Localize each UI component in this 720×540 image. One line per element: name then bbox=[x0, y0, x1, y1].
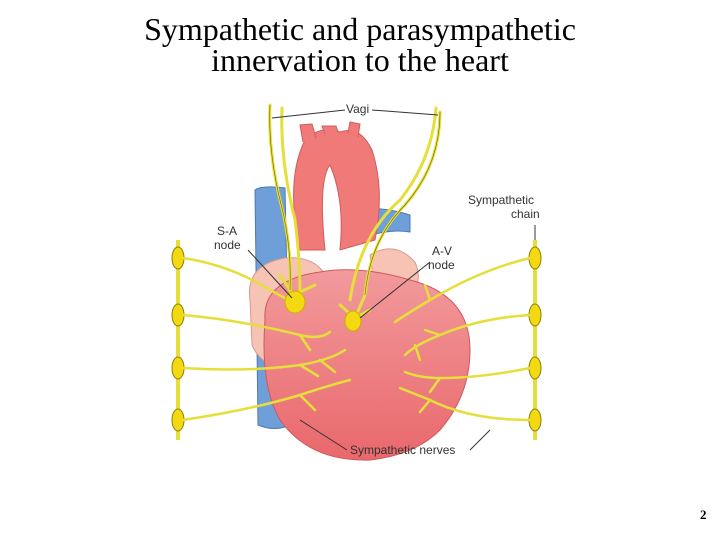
label-sympathetic-chain-1: Sympathetic bbox=[468, 193, 534, 207]
slide-title-line-1: Sympathetic and parasympathetic bbox=[144, 11, 576, 47]
leader-lines bbox=[247, 109, 536, 451]
label-av-node-2: node bbox=[428, 258, 455, 272]
label-sa-node-2: node bbox=[214, 238, 241, 252]
aortic-arch bbox=[293, 129, 380, 251]
label-av-node-1: A-V bbox=[432, 244, 452, 258]
sympathetic-nerves bbox=[181, 256, 532, 422]
ventricles bbox=[263, 269, 471, 461]
av-node bbox=[344, 310, 362, 332]
label-sa-node-1: S-A bbox=[217, 224, 237, 238]
slide-title: Sympathetic and parasympathetic innervat… bbox=[0, 11, 720, 78]
slide-title-line-2: innervation to the heart bbox=[211, 42, 509, 78]
label-sympathetic-chain-2: chain bbox=[511, 207, 540, 221]
aortic-branches bbox=[299, 121, 361, 143]
label-vagi: Vagi bbox=[346, 102, 369, 116]
page-number: 2 bbox=[700, 507, 707, 522]
sympathetic-chain-right bbox=[528, 240, 542, 440]
vagus-nerves-outline bbox=[269, 104, 441, 296]
sympathetic-chain-left bbox=[171, 240, 185, 440]
label-sympathetic-nerves: Sympathetic nerves bbox=[350, 443, 455, 457]
